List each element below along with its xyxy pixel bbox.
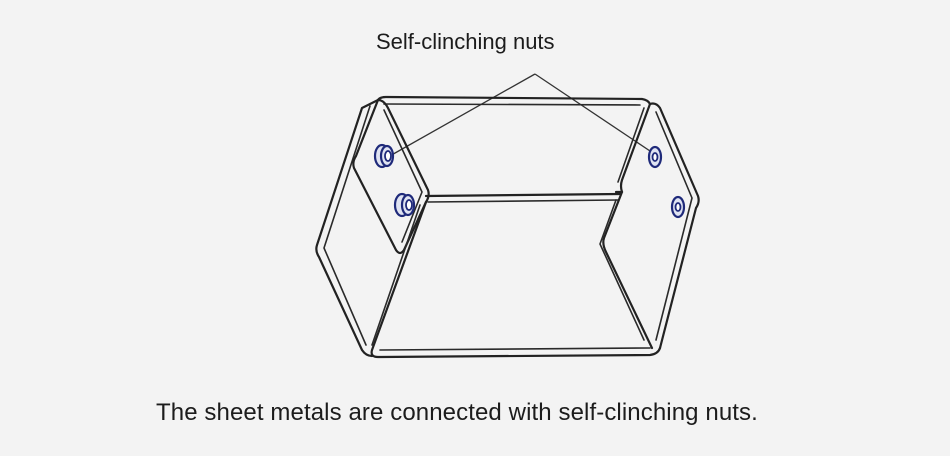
leader-lines [387, 73, 654, 158]
diagram-caption: The sheet metals are connected with self… [156, 399, 758, 426]
bottom-plate [370, 192, 662, 359]
leader-line-left [387, 73, 536, 158]
nut-left-lower [393, 192, 416, 218]
nuts-label: Self-clinching nuts [376, 29, 555, 54]
right-flange [599, 102, 700, 350]
nut-left-upper [373, 143, 395, 169]
left-outer-flange [315, 98, 380, 358]
nut-right-lower [670, 195, 686, 219]
nut-right-upper [647, 145, 663, 169]
top-back-edge [376, 95, 652, 106]
